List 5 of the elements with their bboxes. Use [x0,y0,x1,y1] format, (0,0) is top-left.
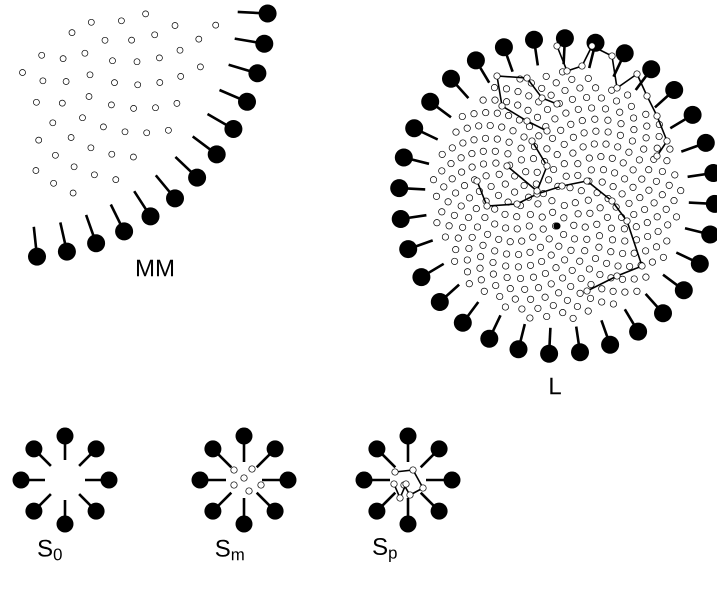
micelle-label: MM [136,260,174,276]
micelle-label: S$_{p}$ [373,538,397,562]
micelle-label: S$_{m}$ [216,540,244,560]
micelle-label: S$_{0}$ [38,540,62,560]
micelle-label: L [550,378,561,394]
